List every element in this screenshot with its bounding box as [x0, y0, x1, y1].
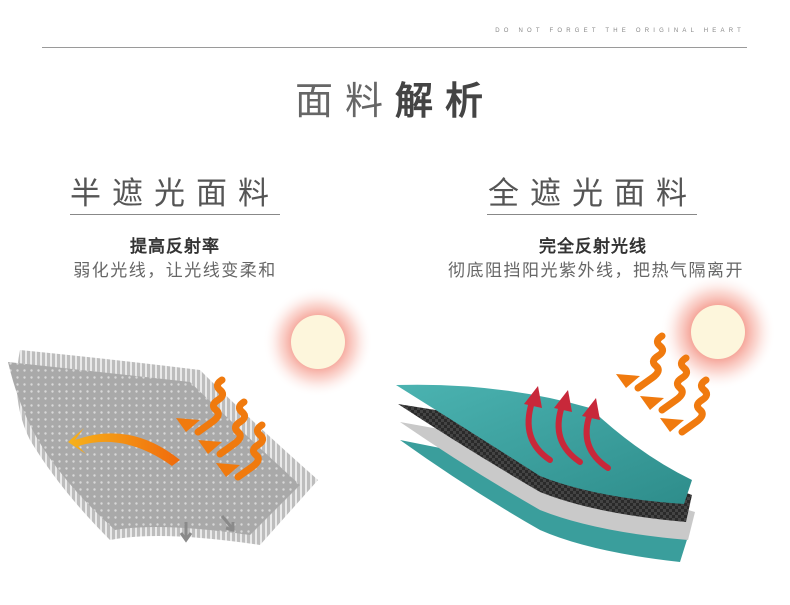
page-title-bold: 解析 [395, 79, 496, 123]
left-column-description: 弱化光线，让光线变柔和 [73, 261, 277, 281]
right-column-subtitle: 完全反射光线 [539, 237, 647, 257]
semi-blackout-fabric-illustration [8, 287, 373, 545]
sun-icon [263, 287, 373, 397]
fabric-layer-teal-top [396, 384, 692, 504]
top-divider [42, 47, 747, 48]
right-column-description: 彻底阻挡阳光紫外线，把热气隔离开 [448, 261, 744, 281]
left-column-title: 半遮光面料 [70, 176, 280, 212]
reflected-arrow-icon [68, 428, 180, 466]
left-column-subtitle: 提高反射率 [130, 237, 220, 257]
left-column-divider [70, 214, 280, 215]
sun-icon [660, 274, 776, 390]
page-title: 面料解析 [0, 70, 790, 125]
right-column-divider [487, 214, 697, 215]
light-ray-arrows [616, 332, 711, 436]
light-ray-arrows [176, 376, 267, 481]
full-blackout-fabric-illustration [396, 274, 776, 562]
right-column-title: 全遮光面料 [488, 176, 698, 212]
tagline: DO NOT FORGET THE ORIGINAL HEART [495, 28, 745, 34]
page-title-light: 面料 [294, 79, 395, 123]
reflection-arrows [525, 399, 611, 471]
